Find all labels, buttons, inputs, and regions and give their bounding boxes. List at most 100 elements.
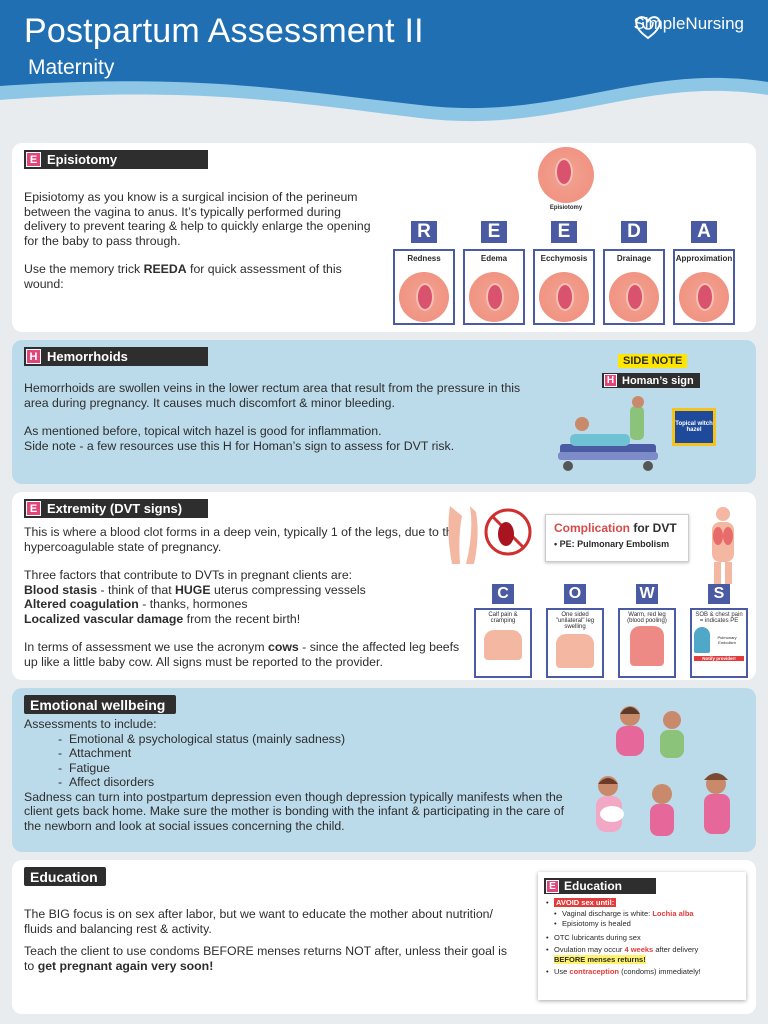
factors-intro: Three factors that contribute to DVTs in… (24, 568, 353, 582)
reeda-item: R Redness (393, 221, 455, 325)
red-leg-illustration (630, 626, 664, 666)
cows-item: W Warm, red leg (blood pooling) (618, 584, 676, 678)
education-text: The BIG focus is on sex after labor, but… (24, 907, 514, 973)
reeda-letter: E (551, 221, 577, 243)
wound-illustration (539, 272, 589, 322)
perineum-illustration (538, 147, 594, 203)
witch-hazel-paragraph: As mentioned before, topical witch hazel… (24, 424, 382, 438)
wound-illustration (399, 272, 449, 322)
list-item: AVOID sex until: (546, 898, 738, 908)
reeda-letter: D (621, 221, 647, 243)
reeda-chart: R Redness E Edema E Ecchymosis D Drainag… (393, 221, 735, 325)
wound-illustration (469, 272, 519, 322)
letter-badge: H (26, 349, 41, 364)
assessment-list: - Emotional & psychological status (main… (24, 732, 584, 790)
list-item: - Attachment (58, 746, 132, 760)
reeda-item: D Drainage (603, 221, 665, 325)
card-emotional: Emotional wellbeing Assessments to inclu… (12, 688, 756, 852)
factor-blood-stasis: Blood stasis - think of that HUGE uterus… (24, 582, 366, 597)
factor-vascular-damage: Localized vascular damage from the recen… (24, 611, 301, 626)
section-title: Hemorrhoids (47, 349, 128, 364)
condom-paragraph: Teach the client to use condoms BEFORE m… (24, 944, 507, 973)
cows-label: SOB & chest pain = indicates PE (695, 612, 743, 624)
hemorrhoids-text: Hemorrhoids are swollen veins in the low… (24, 381, 544, 453)
reeda-label: Redness (407, 254, 441, 263)
list-item: - Affect disorders (58, 775, 155, 789)
episiotomy-figure: Episiotomy (536, 147, 596, 211)
swollen-leg-illustration (556, 634, 594, 668)
page-title: Postpartum Assessment II (24, 12, 424, 50)
wound-illustration (609, 272, 659, 322)
complication-item: • PE: Pulmonary Embolism (554, 539, 670, 549)
brand: SimpleNursing (633, 14, 744, 40)
episiotomy-paragraph: Episiotomy as you know is a surgical inc… (24, 190, 371, 248)
section-title: Emotional wellbeing (30, 696, 166, 713)
emotional-text: Assessments to include: - Emotional & ps… (24, 717, 584, 833)
cows-label: One sided "unilateral" leg swelling (555, 612, 595, 630)
section-title: Extremity (DVT signs) (47, 501, 183, 516)
section-label-hemorrhoids: H Hemorrhoids (24, 347, 208, 366)
card-hemorrhoids: H Hemorrhoids Hemorrhoids are swollen ve… (12, 340, 756, 484)
header: Postpartum Assessment II Maternity Simpl… (0, 0, 768, 140)
leg-illustration (484, 630, 522, 660)
header-wave-background (0, 0, 768, 122)
reeda-letter: R (411, 221, 437, 243)
hemorrhoids-paragraph: Hemorrhoids are swollen veins in the low… (24, 381, 521, 410)
assessment-intro: Assessments to include: (24, 717, 157, 731)
cows-letter: S (708, 584, 730, 604)
cows-chart: C Calf pain & cramping O One sided "unil… (474, 584, 748, 678)
list-item: Ovulation may occur 4 weeks after delive… (546, 945, 738, 964)
reeda-letter: E (481, 221, 507, 243)
cows-letter: W (636, 584, 658, 604)
education-list: AVOID sex until: Vaginal discharge is wh… (546, 898, 738, 977)
edubox-header: E Education (544, 878, 656, 894)
notify-provider-tag: Notify provider! (694, 656, 744, 661)
card-education: Education The BIG focus is on sex after … (12, 860, 756, 1014)
brand-name: SimpleNursing (633, 14, 744, 33)
factor-coagulation: Altered coagulation - thanks, hormones (24, 597, 248, 611)
homans-paragraph: Side note - a few resources use this H f… (24, 438, 455, 453)
letter-badge: E (26, 501, 41, 516)
section-title: Episiotomy (47, 152, 118, 167)
page-subtitle: Maternity (28, 56, 115, 79)
witch-hazel-bottle: Topical witch hazel (672, 408, 716, 446)
reeda-item: A Approximation (673, 221, 735, 325)
complication-box: Complication for DVT • PE: Pulmonary Emb… (545, 514, 689, 562)
reeda-letter: A (691, 221, 717, 243)
reeda-item: E Edema (463, 221, 525, 325)
list-item: Vaginal discharge is white: Lochia alba (546, 909, 738, 919)
card-episiotomy: E Episiotomy Episiotomy as you know is a… (12, 143, 756, 332)
section-label-extremity: E Extremity (DVT signs) (24, 499, 208, 518)
reeda-paragraph: Use the memory trick REEDA for quick ass… (24, 262, 342, 291)
cows-letter: O (564, 584, 586, 604)
episiotomy-text: Episiotomy as you know is a surgical inc… (24, 190, 374, 305)
homans-sign-label: H Homan’s sign (602, 373, 700, 388)
list-item: OTC lubricants during sex (546, 933, 738, 943)
cows-label: Warm, red leg (blood pooling) (627, 612, 667, 624)
section-title: Education (30, 868, 98, 885)
list-item: Episiotomy is healed (546, 919, 738, 929)
education-paragraph: The BIG focus is on sex after labor, but… (24, 907, 493, 936)
section-label-education: Education (24, 867, 106, 886)
side-note-badge: SIDE NOTE (618, 354, 688, 368)
letter-badge: E (546, 879, 559, 893)
lungs-body-illustration (712, 507, 734, 584)
reeda-label: Drainage (616, 254, 652, 263)
pe-caption: Pulmonary Embolism (717, 635, 737, 645)
cows-item: S SOB & chest pain = indicates PE Pulmon… (690, 584, 748, 678)
depression-paragraph: Sadness can turn into postpartum depress… (24, 789, 564, 833)
cows-paragraph: In terms of assessment we use the acrony… (24, 640, 460, 669)
figure-caption: Episiotomy (549, 205, 583, 211)
reeda-label: Edema (480, 254, 508, 263)
heart-stethoscope-icon (635, 16, 662, 40)
list-item: Use contraception (condoms) immediately! (546, 967, 738, 977)
wound-illustration (679, 272, 729, 322)
reeda-item: E Ecchymosis (533, 221, 595, 325)
cows-item: O One sided "unilateral" leg swelling (546, 584, 604, 678)
list-item: - Emotional & psychological status (main… (58, 731, 346, 746)
cows-label: Calf pain & cramping (488, 612, 518, 624)
reeda-label: Approximation (675, 254, 733, 263)
education-summary-box: E Education AVOID sex until: Vaginal dis… (538, 872, 746, 1000)
complication-title: Complication for DVT (554, 521, 677, 535)
cows-item: C Calf pain & cramping (474, 584, 532, 678)
